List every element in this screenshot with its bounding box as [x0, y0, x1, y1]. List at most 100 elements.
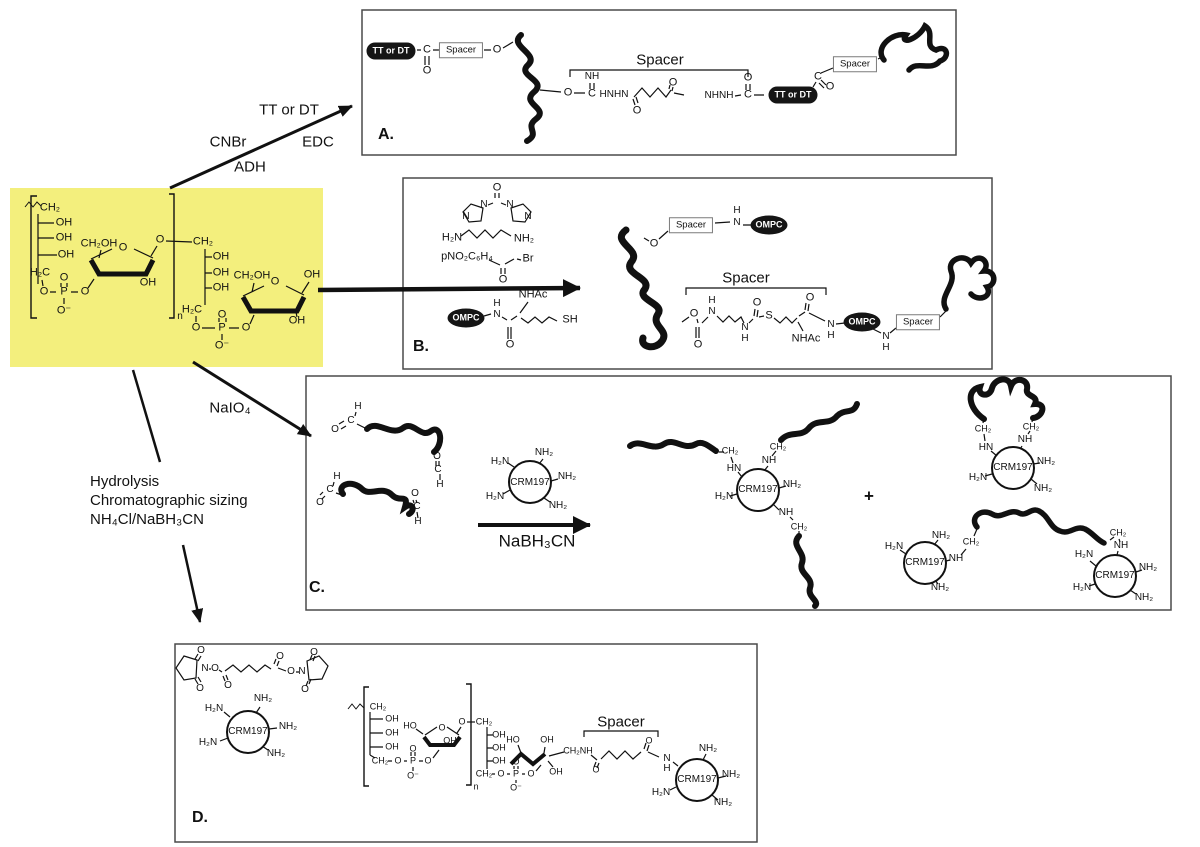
- label-c-p1-ch2-2: CH₂: [769, 441, 787, 452]
- label-c-ald2-c1: C: [326, 484, 334, 495]
- label-a-o4: O: [632, 104, 642, 117]
- label-b-br: Br: [522, 252, 534, 265]
- arrow-to-panel-d: [181, 544, 204, 623]
- label-d-ester-o2: O: [287, 666, 295, 677]
- condition-naio4: NaIO₄: [209, 399, 251, 417]
- label-c-ald1-h2: H: [436, 479, 444, 490]
- label-d-p-nh2-2: NH₂: [721, 769, 741, 780]
- label-d-p-nh2-1: NH₂: [698, 743, 718, 754]
- label-c-crm-reagent: CRM197: [510, 477, 550, 488]
- panel-a-box: [361, 9, 957, 156]
- label-c-p2-h2n: H₂N: [968, 472, 988, 483]
- label-ys-p1-o-top: O: [59, 271, 69, 284]
- label-d-r-h2n-1: H₂N: [204, 703, 224, 714]
- label-b-spacer-box-1: Spacer: [668, 217, 714, 233]
- arrow-to-panel-a: [169, 104, 353, 190]
- plus-sign: +: [864, 486, 874, 506]
- condition-nh4cl-nabh3cn: NH₄Cl/NaBH₃CN: [90, 511, 204, 528]
- label-c-ald1-o1: O: [331, 424, 339, 435]
- label-d-nhs1-o2: O: [196, 683, 204, 694]
- condition-adh: ADH: [234, 158, 266, 176]
- condition-edc: EDC: [302, 133, 334, 151]
- label-d-crm-1: CRM197: [228, 726, 268, 737]
- label-b-h2: H: [733, 205, 741, 216]
- label-b-ompc-3: OMPC: [843, 312, 881, 332]
- label-d-r1-ho: HO: [403, 720, 417, 731]
- label-c-p3-h2n-1: H₂N: [884, 541, 904, 552]
- label-ys-ring2-oh-top: OH: [303, 268, 321, 281]
- label-b-chain-o4: O: [805, 291, 815, 304]
- label-b-cdi-n3: N: [506, 199, 514, 210]
- label-ys-ch2-2: CH₂: [192, 235, 214, 248]
- label-c-p1-nh-1: NH: [761, 455, 777, 466]
- label-b-cdi-n2: N: [462, 211, 470, 222]
- label-d-carb-o2: O: [276, 651, 284, 662]
- label-a-c1: C: [423, 43, 431, 56]
- label-a-carrier-2: TT or DT: [768, 86, 818, 104]
- label-c-p3-ch2-1: CH₂: [962, 536, 980, 547]
- label-b-n3: N: [708, 306, 716, 317]
- arrow-to-panel-c: [192, 360, 312, 438]
- label-ys-p1-o-left: O: [39, 285, 49, 298]
- label-ys-ring2-oh-bot: OH: [288, 314, 306, 327]
- label-d-glyco-o: O: [458, 716, 466, 727]
- label-d-ester-o1: O: [211, 663, 219, 674]
- panel-a-letter: A.: [378, 126, 394, 143]
- label-d-r-nh2-2: NH₂: [278, 721, 298, 732]
- label-ys-n-sub: n: [177, 311, 183, 322]
- label-a-c4: C: [814, 70, 822, 83]
- label-b-h5: H: [827, 330, 835, 341]
- label-ys-p2: P: [218, 321, 226, 334]
- label-c-ald1-h1: H: [354, 401, 362, 412]
- label-c-p3-nh-2: NH: [1113, 540, 1129, 551]
- label-c-p1-ch2-1: CH₂: [721, 445, 739, 456]
- label-d-p2-o-left: O: [497, 768, 505, 779]
- label-b-spacer-box-2: Spacer: [895, 314, 941, 330]
- label-d-u2-oh-e: OH: [549, 766, 563, 777]
- label-d-nhs1-o1: O: [197, 645, 205, 656]
- label-ys-ch2oh-1: CH₂OH: [80, 237, 118, 250]
- label-a-spacer-box-1: Spacer: [438, 42, 484, 58]
- label-d-amide-o2: O: [645, 735, 653, 746]
- label-c-p3-nh2-4: NH₂: [1134, 592, 1154, 603]
- label-b-n4: N: [741, 322, 749, 333]
- label-ys-oh-2b: OH: [212, 266, 230, 279]
- label-ys-p2-o-left: O: [191, 321, 201, 334]
- label-c-p2-ch2-1: CH₂: [974, 423, 992, 434]
- label-d-r1-oh: OH: [443, 735, 457, 746]
- label-d-p2-ch2: CH₂: [475, 768, 493, 779]
- label-c-p3-nh: NH: [948, 553, 964, 564]
- label-a-o2: O: [492, 43, 502, 56]
- label-ys-h2c-1: H₂C: [29, 266, 51, 279]
- label-d-p1: P: [409, 755, 417, 766]
- label-b-n2: N: [733, 217, 741, 228]
- label-ys-p1-o-minus: O⁻: [56, 304, 72, 317]
- label-c-ald1-o2: O: [433, 451, 441, 462]
- label-a-nh: NH: [584, 71, 600, 82]
- label-c-p2-hn: HN: [978, 442, 994, 453]
- panel-d-letter: D.: [192, 809, 208, 826]
- label-c-p1-h2n: H₂N: [714, 491, 734, 502]
- label-c-r-h2n-1: H₂N: [490, 456, 510, 467]
- label-d-nhs2-o2: O: [301, 684, 309, 695]
- label-a-o6: O: [743, 71, 753, 84]
- label-d-ch2nh: CH₂NH: [563, 745, 593, 756]
- label-c-ald2-h1: H: [333, 471, 341, 482]
- label-b-s: S: [765, 309, 773, 322]
- label-c-r-nh2-1: NH₂: [534, 447, 554, 458]
- label-d-p2-o-right: O: [527, 768, 535, 779]
- label-b-n5: N: [827, 319, 835, 330]
- label-b-chain-o1: O: [689, 307, 699, 320]
- panel-d-box: [174, 643, 758, 843]
- arrow-to-panel-b: [317, 279, 581, 298]
- label-d-p1-o-left: O: [394, 755, 402, 766]
- label-b-sh: SH: [562, 313, 578, 326]
- bond-lines: [24, 41, 1143, 801]
- label-c-p2-nh: NH: [1017, 434, 1033, 445]
- label-c-p1-nh2: NH₂: [782, 479, 802, 490]
- label-d-nhs2-o1: O: [310, 647, 318, 658]
- label-d-r1-o: O: [438, 722, 446, 733]
- label-ys-glyco-o: O: [155, 233, 165, 246]
- condition-route-d: Hydrolysis Chromatographic sizing NH₄Cl/…: [90, 472, 248, 529]
